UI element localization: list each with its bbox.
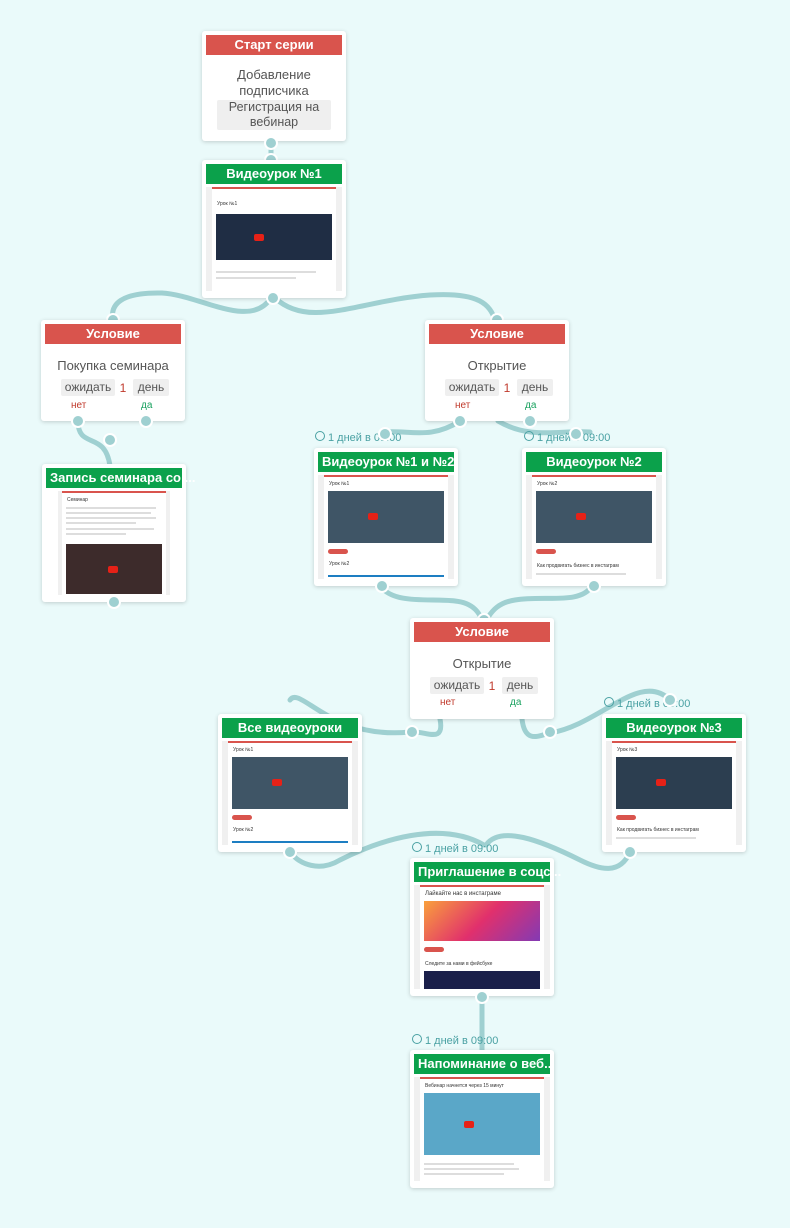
seminar-input-dot[interactable]: [103, 433, 117, 447]
invite-delay: 1 дней в 09:00: [412, 842, 498, 855]
clock-icon: [524, 431, 534, 441]
cond1-node[interactable]: Условие Покупка семинара ожидать 1 день …: [41, 320, 185, 421]
cond2-no-dot[interactable]: [453, 414, 467, 428]
invite-node[interactable]: Приглашение в соцс... Лайкайте нас в инс…: [410, 858, 561, 996]
lesson3-output-dot[interactable]: [623, 845, 637, 859]
cond3-header: Условие: [414, 622, 550, 642]
lesson1-header: Видеоурок №1: [206, 164, 342, 184]
lesson12-node[interactable]: Видеоурок №1 и №2 Урок №1 Урок №2: [314, 448, 458, 586]
cond3-title: Открытие: [452, 656, 512, 671]
start-node-tag: Регистрация на вебинар: [217, 100, 331, 130]
play-icon: [576, 513, 586, 520]
play-icon: [368, 513, 378, 520]
lesson2-preview: Урок №2 Как продвигать бизнес в инстагра…: [526, 475, 662, 579]
lesson2-delay: 1 дней в 09:00: [524, 431, 610, 444]
cond2-wait: ожидать: [445, 379, 499, 396]
cond3-yes-label: да: [510, 697, 522, 708]
cond1-unit: день: [133, 379, 169, 396]
lesson2-output-dot[interactable]: [587, 579, 601, 593]
cond2-yes-dot[interactable]: [523, 414, 537, 428]
lesson3-delay: 1 дней в 09:00: [604, 697, 690, 710]
play-icon: [254, 234, 264, 241]
lesson1-preview: Урок №1: [206, 187, 342, 291]
lesson12-output-dot[interactable]: [375, 579, 389, 593]
seminar-preview: Семинар: [58, 491, 170, 595]
cond1-header: Условие: [45, 324, 181, 344]
reminder-node[interactable]: Напоминание о веб... Вебинар начнется че…: [410, 1050, 555, 1188]
cond1-no-label: нет: [71, 400, 87, 411]
clock-icon: [412, 842, 422, 852]
all-lessons-preview: Урок №1 Урок №2: [222, 741, 358, 845]
invite-preview: Лайкайте нас в инстаграме Следите за нам…: [414, 885, 550, 989]
cond1-yes-label: да: [141, 400, 153, 411]
cond3-yes-dot[interactable]: [543, 725, 557, 739]
start-node[interactable]: Старт серии Добавление подписчика Регист…: [202, 31, 346, 141]
reminder-header: Напоминание о веб...: [414, 1054, 555, 1074]
lesson12-header: Видеоурок №1 и №2: [318, 452, 454, 472]
invite-header: Приглашение в соцс...: [414, 862, 561, 882]
clock-icon: [604, 697, 614, 707]
seminar-output-dot[interactable]: [107, 595, 121, 609]
cond3-wait: ожидать: [430, 677, 484, 694]
lesson3-node[interactable]: Видеоурок №3 Урок №3 Как продвигать бизн…: [602, 714, 746, 852]
cond1-title: Покупка семинара: [57, 358, 169, 373]
seminar-node[interactable]: Запись семинара со ... Семинар: [42, 464, 195, 602]
lesson12-preview: Урок №1 Урок №2: [318, 475, 454, 579]
cond1-yes-dot[interactable]: [139, 414, 153, 428]
cond1-wait: ожидать: [61, 379, 115, 396]
cond3-unit: день: [502, 677, 538, 694]
seminar-header: Запись семинара со ...: [46, 468, 195, 488]
cond2-unit: день: [517, 379, 553, 396]
cond2-header: Условие: [429, 324, 565, 344]
all-lessons-output-dot[interactable]: [283, 845, 297, 859]
lesson3-header: Видеоурок №3: [606, 718, 742, 738]
play-icon: [464, 1121, 474, 1128]
clock-icon: [315, 431, 325, 441]
lesson12-input-dot[interactable]: [378, 427, 392, 441]
lesson1-node[interactable]: Видеоурок №1 Урок №1: [202, 160, 346, 298]
all-lessons-header: Все видеоуроки: [222, 718, 358, 738]
lesson2-node[interactable]: Видеоурок №2 Урок №2 Как продвигать бизн…: [522, 448, 666, 586]
cond1-num: 1: [119, 381, 127, 395]
cond1-no-dot[interactable]: [71, 414, 85, 428]
cond2-no-label: нет: [455, 400, 471, 411]
cond3-node[interactable]: Условие Открытие ожидать 1 день нет да: [410, 618, 554, 719]
play-icon: [108, 566, 118, 573]
cond2-node[interactable]: Условие Открытие ожидать 1 день нет да: [425, 320, 569, 421]
lesson2-header: Видеоурок №2: [526, 452, 662, 472]
start-output-dot[interactable]: [264, 136, 278, 150]
cond3-no-dot[interactable]: [405, 725, 419, 739]
play-icon: [272, 779, 282, 786]
start-node-title: Добавление подписчика: [237, 67, 311, 98]
reminder-delay: 1 дней в 09:00: [412, 1034, 498, 1047]
start-node-header: Старт серии: [206, 35, 342, 55]
lesson3-input-dot[interactable]: [663, 693, 677, 707]
lesson3-preview: Урок №3 Как продвигать бизнес в инстагра…: [606, 741, 742, 845]
cond2-yes-label: да: [525, 400, 537, 411]
invite-output-dot[interactable]: [475, 990, 489, 1004]
cond2-num: 1: [503, 381, 511, 395]
cond3-num: 1: [488, 679, 496, 693]
reminder-preview: Вебинар начнется через 15 минут: [414, 1077, 550, 1181]
cond2-title: Открытие: [467, 358, 527, 373]
lesson2-input-dot[interactable]: [569, 427, 583, 441]
clock-icon: [412, 1034, 422, 1044]
lesson1-output-dot[interactable]: [266, 291, 280, 305]
all-lessons-node[interactable]: Все видеоуроки Урок №1 Урок №2: [218, 714, 362, 852]
cond3-no-label: нет: [440, 697, 456, 708]
play-icon: [656, 779, 666, 786]
